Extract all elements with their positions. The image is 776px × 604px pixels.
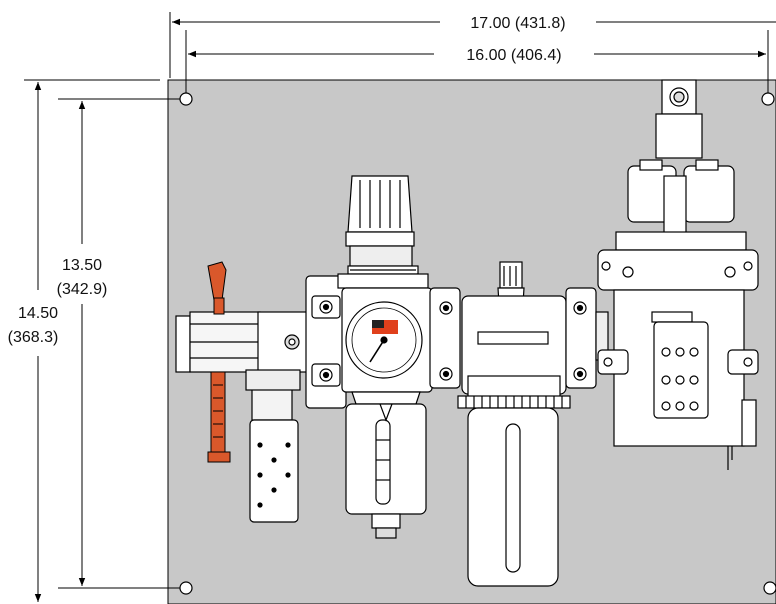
mounting-hole-top-left <box>179 92 193 106</box>
clamp-center <box>429 287 461 389</box>
solenoid-valve <box>597 79 759 470</box>
hole-width-label: 16.00 (406.4) <box>466 47 561 64</box>
clamp-right <box>565 287 609 389</box>
muffler <box>249 383 299 523</box>
mounting-hole-bottom-left <box>179 581 193 595</box>
hole-height-label: 13.50 <box>62 257 102 274</box>
hole-width-dimension: 16.00 (406.4) <box>188 47 766 64</box>
overall-height-dimension: 14.50 (368.3) <box>8 82 59 602</box>
shutoff-handle <box>207 261 231 463</box>
hole-height-dimension: 13.50 (342.9) <box>57 101 108 586</box>
overall-height-label: 14.50 <box>18 305 58 322</box>
hole-height-mm-label: (342.9) <box>57 281 108 298</box>
clamp-left <box>305 275 347 409</box>
mounting-hole-bottom-right <box>763 581 776 595</box>
shutoff-valve <box>175 311 309 391</box>
pressure-gauge <box>345 301 423 379</box>
overall-width-dimension: 17.00 (431.8) <box>172 15 776 32</box>
overall-height-mm-label: (368.3) <box>8 329 59 346</box>
overall-width-label: 17.00 (431.8) <box>470 15 565 32</box>
mounting-hole-top-right <box>761 92 775 106</box>
extension-lines <box>24 12 769 589</box>
mounting-holes <box>179 92 776 595</box>
lubricator <box>457 261 571 587</box>
